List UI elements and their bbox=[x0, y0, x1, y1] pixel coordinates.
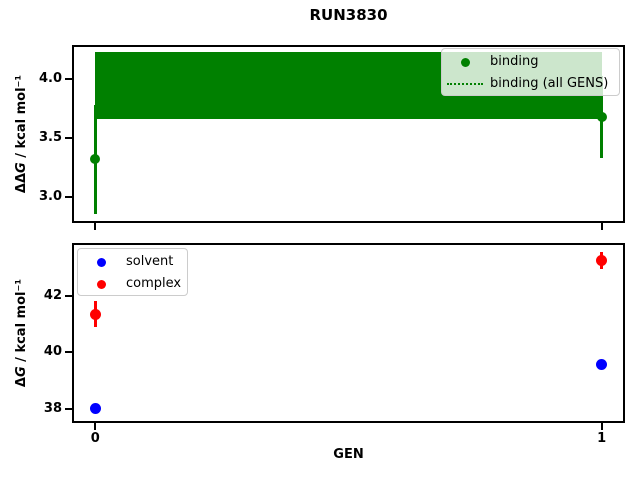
legend-entry-complex: complex bbox=[78, 273, 187, 295]
x-tick-mark bbox=[94, 423, 97, 430]
legend-entry-solvent: solvent bbox=[78, 251, 187, 273]
binding-legend: binding binding (all GENS) bbox=[441, 48, 620, 96]
delta-symbol: Δ bbox=[14, 377, 29, 388]
y-tick-mark bbox=[65, 78, 72, 81]
plot-title: RUN3830 bbox=[309, 6, 388, 24]
y-tick-label: 4.0 bbox=[38, 71, 62, 87]
legend-entry-binding-all-gens: binding (all GENS) bbox=[442, 73, 619, 95]
y-tick-label: 42 bbox=[43, 287, 62, 303]
marker-column bbox=[446, 83, 484, 85]
solvent-marker-icon bbox=[96, 257, 106, 267]
y-tick-mark bbox=[65, 137, 72, 140]
x-tick-label: 0 bbox=[90, 431, 100, 446]
data-point-marker bbox=[596, 359, 608, 371]
legend-label: complex bbox=[126, 276, 182, 291]
y-tick-mark bbox=[65, 294, 72, 297]
data-point-marker bbox=[596, 111, 607, 122]
y-tick-mark bbox=[65, 407, 72, 410]
y-tick-label: 3.0 bbox=[38, 189, 62, 205]
y-tick-label: 40 bbox=[43, 344, 62, 360]
marker-column bbox=[82, 279, 120, 289]
data-point-marker bbox=[89, 402, 101, 414]
free-energy-legend: solvent complex bbox=[77, 248, 188, 296]
legend-label: binding bbox=[490, 54, 539, 69]
marker-column bbox=[82, 257, 120, 267]
x-tick-label: 1 bbox=[597, 431, 607, 446]
x-tick-mark bbox=[600, 223, 603, 230]
y-tick-mark bbox=[65, 351, 72, 354]
data-point-marker bbox=[596, 255, 608, 267]
data-point-marker bbox=[90, 154, 101, 165]
legend-label: solvent bbox=[126, 254, 174, 269]
y-tick-label: 3.5 bbox=[38, 130, 62, 146]
complex-marker-icon bbox=[96, 279, 106, 289]
data-point-marker bbox=[89, 308, 101, 320]
x-tick-mark bbox=[94, 223, 97, 230]
y-tick-label: 38 bbox=[43, 400, 62, 416]
dotted-line-icon bbox=[447, 83, 483, 85]
g-variable: G bbox=[14, 162, 29, 173]
g-variable: G bbox=[14, 366, 29, 378]
legend-label: binding (all GENS) bbox=[490, 76, 609, 91]
marker-column bbox=[446, 57, 484, 67]
legend-entry-binding: binding bbox=[442, 51, 619, 73]
free-energy-plot-area: 42 40 38 0 1 bbox=[44, 243, 625, 446]
bottom-y-axis-label: ΔG / kcal mol⁻¹ bbox=[14, 253, 30, 413]
x-tick-mark bbox=[600, 423, 603, 430]
y-tick-mark bbox=[65, 196, 72, 199]
binding-marker-icon bbox=[460, 57, 470, 67]
x-axis-label: GEN bbox=[333, 447, 364, 462]
